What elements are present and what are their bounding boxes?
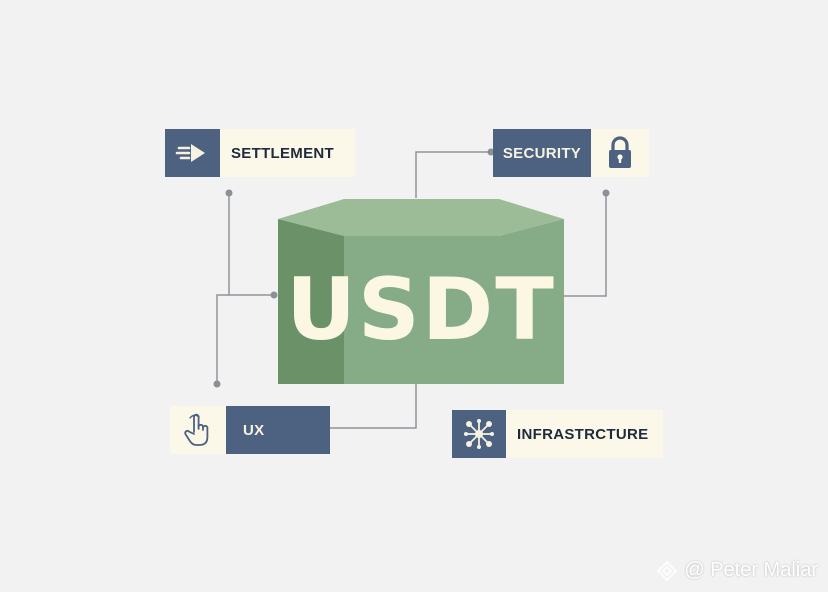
- connector-dot: [225, 189, 233, 197]
- connector-dot: [487, 148, 495, 156]
- node-ux-label: UX: [243, 421, 265, 439]
- node-ux: UX: [170, 406, 330, 454]
- node-security-label-box: SECURITY: [493, 129, 591, 177]
- node-infrastructure: INFRASTRCTURE: [452, 410, 663, 458]
- pointing-hand-icon: [170, 406, 226, 454]
- connector-ux-branch: [216, 294, 229, 384]
- fast-forward-arrow-icon: [165, 129, 220, 177]
- connector-security: [415, 151, 491, 198]
- watermark: @ Peter Maliar: [656, 559, 818, 582]
- node-ux-label-box: UX: [226, 406, 330, 454]
- connector-dot: [213, 380, 221, 388]
- node-security: SECURITY: [493, 129, 649, 177]
- padlock-icon: [591, 129, 649, 177]
- connector-ux: [330, 384, 417, 429]
- node-settlement-label-box: SETTLEMENT: [220, 129, 355, 177]
- node-infrastructure-label: INFRASTRCTURE: [517, 425, 649, 443]
- watermark-text: @ Peter Maliar: [684, 559, 818, 581]
- connector-dot: [602, 189, 610, 197]
- usdt-label: USDT: [286, 260, 556, 360]
- usdt-box-top: [278, 199, 564, 236]
- usdt-box-left: [278, 219, 344, 384]
- node-security-label: SECURITY: [502, 144, 582, 162]
- network-hub-icon: [452, 410, 506, 458]
- node-settlement-label: SETTLEMENT: [231, 144, 334, 162]
- usdt-box-front: [344, 219, 564, 384]
- node-settlement: SETTLEMENT: [165, 129, 355, 177]
- connector-dot: [270, 291, 278, 299]
- connector-security-right: [564, 193, 607, 297]
- node-infrastructure-label-box: INFRASTRCTURE: [506, 410, 663, 458]
- diamond-logo-icon: [657, 560, 678, 581]
